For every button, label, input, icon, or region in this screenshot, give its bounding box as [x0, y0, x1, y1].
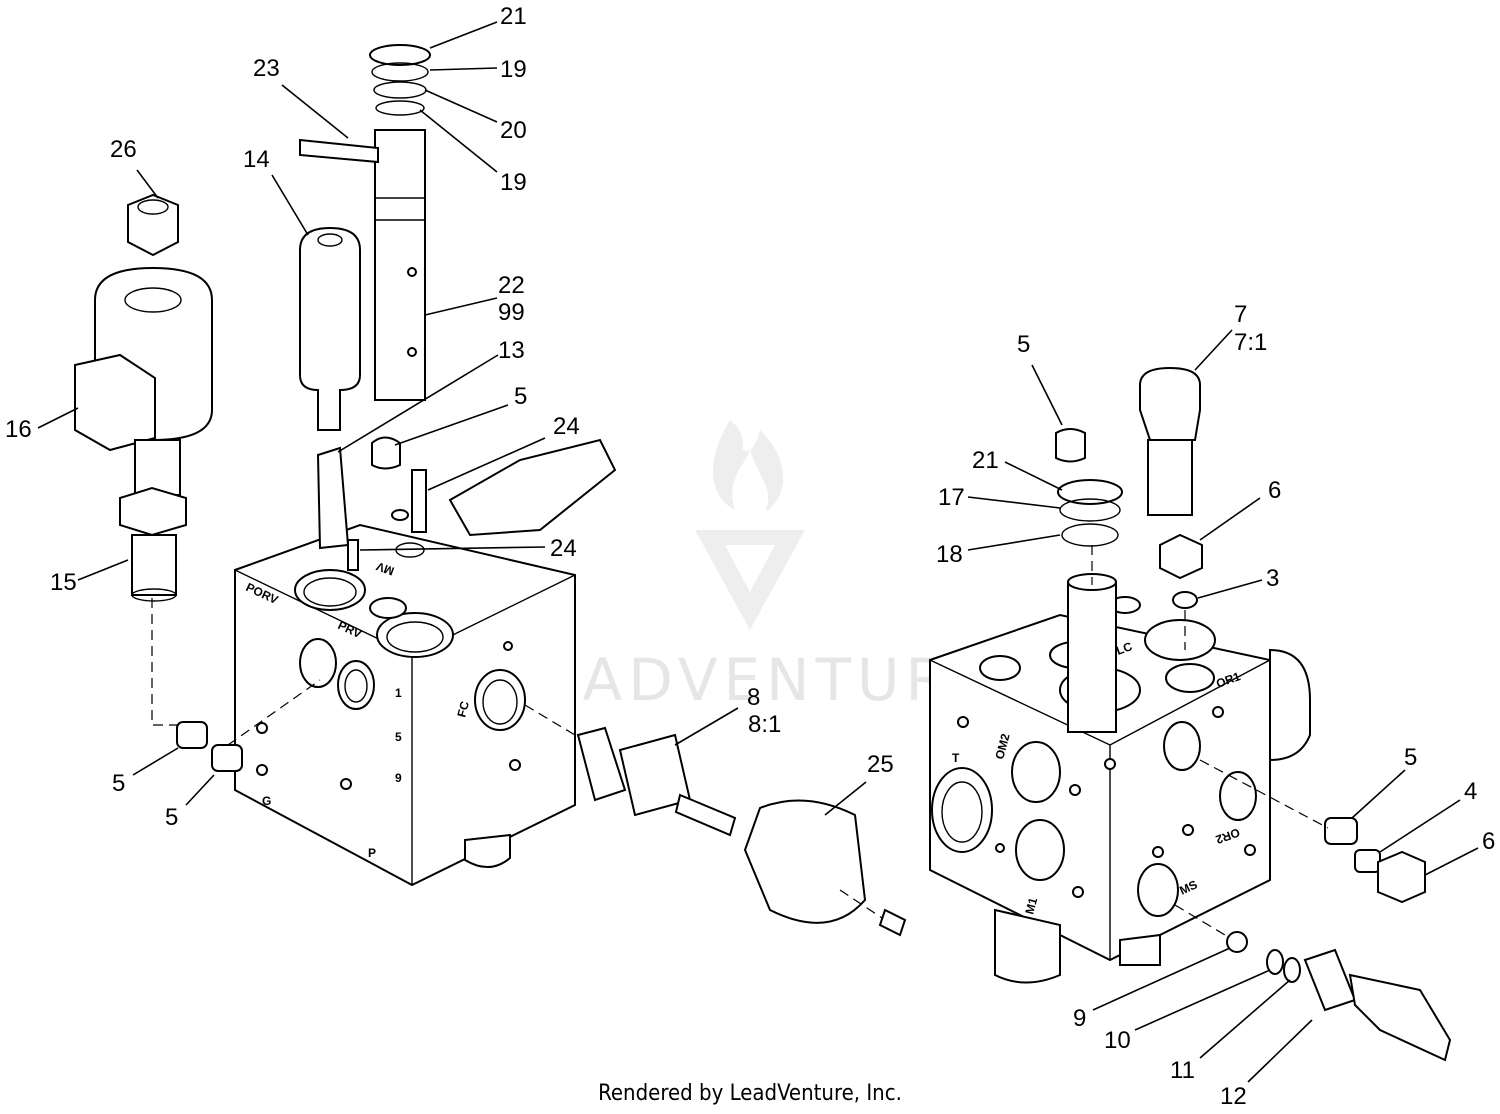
callout-16: 16 — [5, 416, 32, 443]
part-4-spring — [1354, 849, 1381, 873]
callout-15: 15 — [50, 569, 77, 596]
right-block-bottom-fitting — [994, 908, 1061, 984]
callout-5-top: 5 — [514, 383, 527, 410]
part-5-plug-top — [371, 436, 401, 470]
watermark-text: LEADVENTURE — [502, 646, 995, 714]
port-label-9: 9 — [395, 771, 402, 785]
part-12-pressure-switch — [1303, 948, 1357, 1012]
callout-7: 7 — [1234, 301, 1247, 328]
callout-5-left-a: 5 — [112, 770, 125, 797]
port-label-t: T — [952, 751, 960, 765]
part-5-plug-right-top — [1055, 428, 1086, 463]
right-spool — [1067, 581, 1117, 733]
part-8-sensor — [576, 726, 627, 802]
port-label-lc: LC — [1114, 639, 1134, 658]
callout-8-1: 8:1 — [748, 711, 781, 738]
part-17-ring — [1059, 498, 1121, 522]
callout-5-right-top: 5 — [1017, 331, 1030, 358]
part-19-backup-ring — [371, 62, 429, 82]
part-26-nut — [127, 193, 179, 257]
callout-4: 4 — [1464, 778, 1477, 805]
part-16-coil-connector — [74, 353, 156, 452]
part-20-o-ring — [373, 81, 427, 99]
part-21-retaining-ring — [369, 44, 431, 66]
callout-8: 8 — [747, 684, 760, 711]
callout-24b: 24 — [550, 535, 577, 562]
callout-19: 19 — [500, 56, 527, 83]
part-6-plug-top — [1159, 533, 1203, 580]
part-7-cartridge-valve — [1139, 366, 1201, 441]
callout-11: 11 — [1170, 1057, 1195, 1084]
part-15-cartridge — [119, 486, 187, 537]
part-24-wire-connector — [448, 438, 617, 537]
callout-7-1: 7:1 — [1234, 329, 1267, 356]
part-22-spool-valve — [374, 129, 426, 401]
callout-21-right: 21 — [972, 447, 999, 474]
port-label-ms: MS — [1177, 877, 1199, 897]
callout-24: 24 — [553, 413, 580, 440]
part-5-plug-right — [1324, 817, 1358, 845]
part-11-washer — [1283, 957, 1301, 983]
callout-5-right: 5 — [1404, 744, 1417, 771]
watermark-v-icon — [695, 530, 805, 630]
right-manifold-block — [929, 613, 1271, 962]
part-3-spring — [1172, 591, 1198, 609]
callout-99: 99 — [498, 299, 525, 326]
left-manifold-block — [234, 523, 576, 887]
part-25-cap — [743, 799, 867, 924]
left-manifold-assembly: PORV MV PRV FC G P 1 5 9 — [74, 44, 907, 937]
part-19-backup-ring-b — [375, 100, 425, 116]
port-label-g: G — [262, 794, 271, 808]
callout-25: 25 — [867, 751, 894, 778]
callout-18: 18 — [936, 541, 963, 568]
callout-leader-lines — [37, 21, 1479, 1083]
callout-14: 14 — [243, 146, 270, 173]
callout-9: 9 — [1073, 1005, 1086, 1032]
part-21-ring-right — [1057, 479, 1123, 505]
footer-credit: Rendered by LeadVenture, Inc. — [598, 1081, 902, 1106]
callout-13: 13 — [498, 337, 525, 364]
port-label-om2: OM2 — [992, 732, 1012, 761]
callout-19b: 19 — [500, 169, 527, 196]
watermark: LEADVENTURE — [502, 420, 995, 714]
part-5-plug-left-a — [176, 721, 208, 749]
port-label-1: 1 — [395, 686, 402, 700]
watermark-flame-icon — [713, 420, 784, 512]
callout-6-top: 6 — [1268, 477, 1281, 504]
port-label-m1: M1 — [1022, 896, 1040, 916]
part-6-plug-right — [1377, 850, 1426, 904]
port-label-5: 5 — [395, 730, 402, 744]
part-13-check-valve — [316, 446, 350, 550]
callout-numbers: 21 19 20 19 23 26 14 22 99 13 5 24 24 16… — [5, 3, 1495, 1110]
part-18-o-ring — [1061, 523, 1119, 547]
right-block-side-fitting — [1269, 648, 1311, 762]
right-manifold-assembly: T OM2 LC OR1 OR2 MS M1 — [929, 366, 1452, 1062]
callout-5-left-b: 5 — [165, 804, 178, 831]
part-14-relief-valve — [299, 226, 361, 431]
callout-3: 3 — [1266, 565, 1279, 592]
callout-26: 26 — [110, 136, 137, 163]
callout-17: 17 — [938, 484, 965, 511]
part-9-ball — [1226, 931, 1248, 953]
part-25-screw — [878, 908, 907, 937]
callout-21: 21 — [500, 3, 527, 30]
callout-20: 20 — [500, 117, 527, 144]
callout-22: 22 — [498, 272, 525, 299]
port-label-fc: FC — [454, 699, 472, 718]
callout-12: 12 — [1220, 1083, 1247, 1110]
callout-6-right: 6 — [1482, 828, 1495, 855]
part-10-seal — [1266, 949, 1284, 975]
part-5-plug-left-b — [211, 744, 243, 772]
port-label-mv: MV — [374, 559, 396, 578]
callout-23: 23 — [253, 55, 280, 82]
port-label-p: P — [368, 846, 376, 860]
callout-10: 10 — [1104, 1027, 1131, 1054]
part-24-pin — [411, 469, 427, 533]
part-23-lever — [299, 138, 379, 164]
left-block-bottom-fitting — [464, 833, 511, 868]
